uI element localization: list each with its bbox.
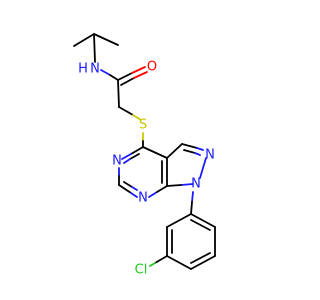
bond-c4-n3-blue — [121, 153, 132, 160]
bond-ph-4 — [190, 255, 216, 270]
bond-ph-1 — [166, 213, 192, 228]
bond-n-phenyl-blue — [191, 191, 194, 203]
bond-n2-n1pyr — [199, 157, 207, 179]
amide-nitrogen-label: N — [90, 62, 100, 77]
bond-ph-6 — [190, 213, 216, 228]
bond-ph-4-dbl — [190, 252, 211, 264]
bond-c-o-2-red — [133, 71, 148, 79]
bond-c4-n3-dbl — [129, 153, 140, 160]
bond-n1pyr-c7a — [166, 184, 182, 187]
bond-c3-n2 — [181, 143, 198, 149]
bond-c3a-c3 — [166, 143, 183, 159]
bond-ch-n — [93, 33, 96, 63]
bond-c3-n2-dbl-blue — [194, 152, 201, 156]
bond-c-cl-green — [149, 262, 156, 267]
bond-c-cl — [154, 255, 168, 264]
pyrimidine-n3-label: N — [112, 154, 122, 169]
carbonyl-oxygen-label: O — [147, 60, 157, 75]
bond-c-o-2 — [120, 77, 135, 86]
bond-c4-n3-dbl-blue — [123, 158, 131, 164]
bond-c2-n1-dbl-blue — [131, 186, 138, 191]
bond-n1pyr-c7a-blue — [180, 183, 194, 186]
bond-c2-n1-dbl — [123, 181, 133, 188]
pyrazole-n1-label: N — [191, 177, 201, 192]
chlorine-label: Cl — [135, 263, 148, 278]
bond-c-ch2 — [117, 79, 120, 108]
bond-n-c-carbonyl-blue — [100, 69, 111, 76]
amide-hydrogen-label: H — [78, 62, 88, 77]
bond-c3a-c4 — [142, 146, 168, 159]
bond-c2-n1 — [118, 184, 132, 194]
bond-c-o-1-red — [131, 66, 146, 74]
bond-ph-6-dbl — [190, 219, 211, 231]
bond-c2-n1-blue — [130, 192, 138, 198]
bond-ch3a-ch — [73, 33, 95, 47]
bond-c4-n3 — [130, 146, 144, 155]
bond-ph-3 — [166, 255, 192, 270]
bond-ch2-s-yellow — [132, 114, 142, 121]
bond-ch-ch3b — [93, 33, 119, 46]
bond-ch2-s — [118, 106, 134, 116]
pyrazole-n2-label: N — [205, 148, 215, 163]
bond-c3-n2-dbl — [183, 149, 196, 154]
bond-n1-c7a — [156, 185, 168, 193]
pyrimidine-n1-label: N — [138, 191, 148, 206]
bond-n-c-carbonyl — [109, 74, 119, 81]
bond-n1-c7a-blue — [148, 191, 158, 198]
molecule-canvas: N H O S N N N N Cl — [73, 33, 216, 278]
bond-c-o-1 — [117, 72, 133, 81]
bond-n-phenyl — [190, 201, 193, 215]
bond-c3-n2-blue — [196, 147, 204, 151]
sulfur-label: S — [139, 118, 147, 133]
molecule-structure: N H O S N N N N Cl — [73, 33, 216, 278]
